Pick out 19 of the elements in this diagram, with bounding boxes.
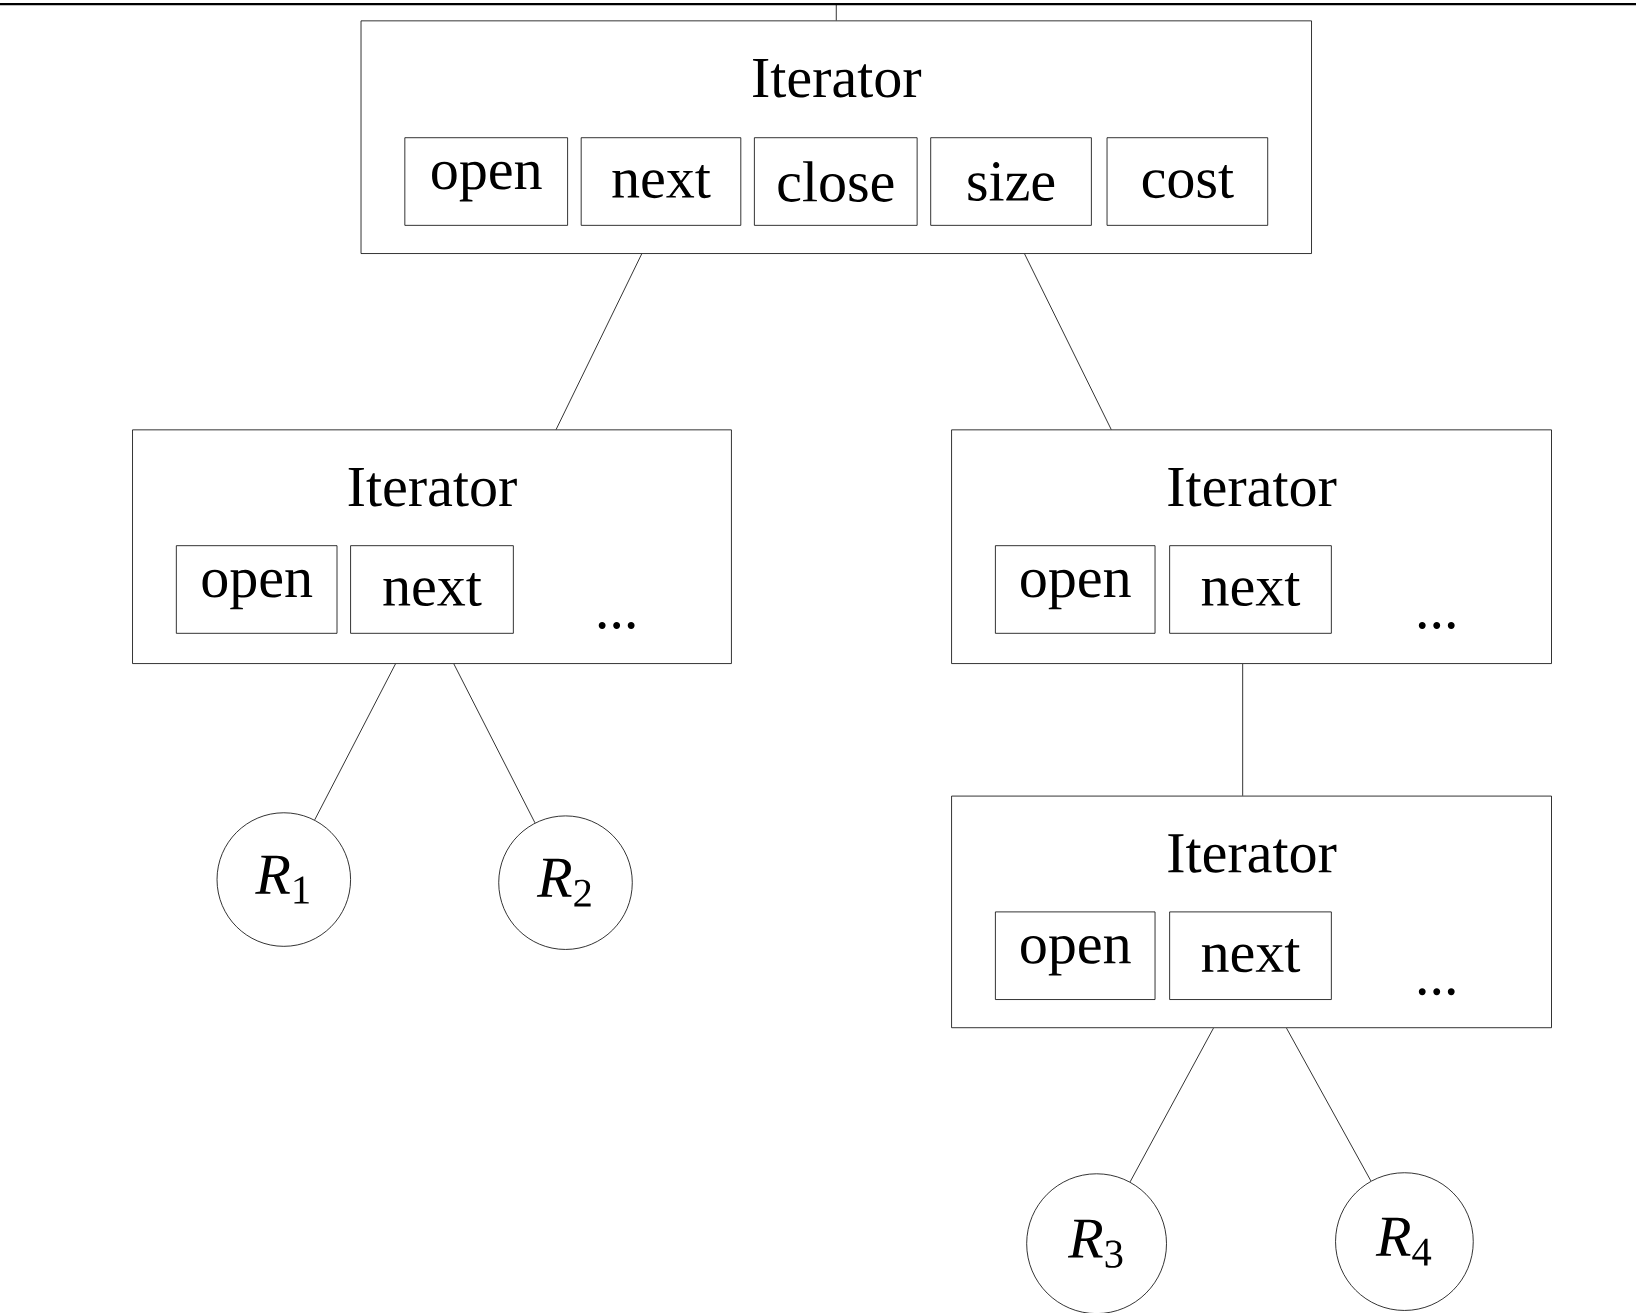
method-box: cost [1106,137,1269,226]
method-box: open [175,545,338,634]
connector-line [1242,663,1244,797]
method-box: next [580,137,742,226]
method-box: next [350,545,514,634]
connector-line [1286,1027,1372,1182]
connector-line [835,3,837,21]
method-box: close [754,137,918,226]
method-box: next [1169,545,1332,634]
connector-line [1129,1027,1214,1183]
method-box: open [404,137,568,226]
method-box: size [930,137,1092,226]
method-box: open [995,545,1156,634]
method-box: next [1169,911,1332,1000]
connector-line [555,253,643,430]
connector-line [314,663,396,821]
method-box: open [995,911,1156,1000]
connector-line [453,663,536,824]
connector-line [1024,253,1112,430]
